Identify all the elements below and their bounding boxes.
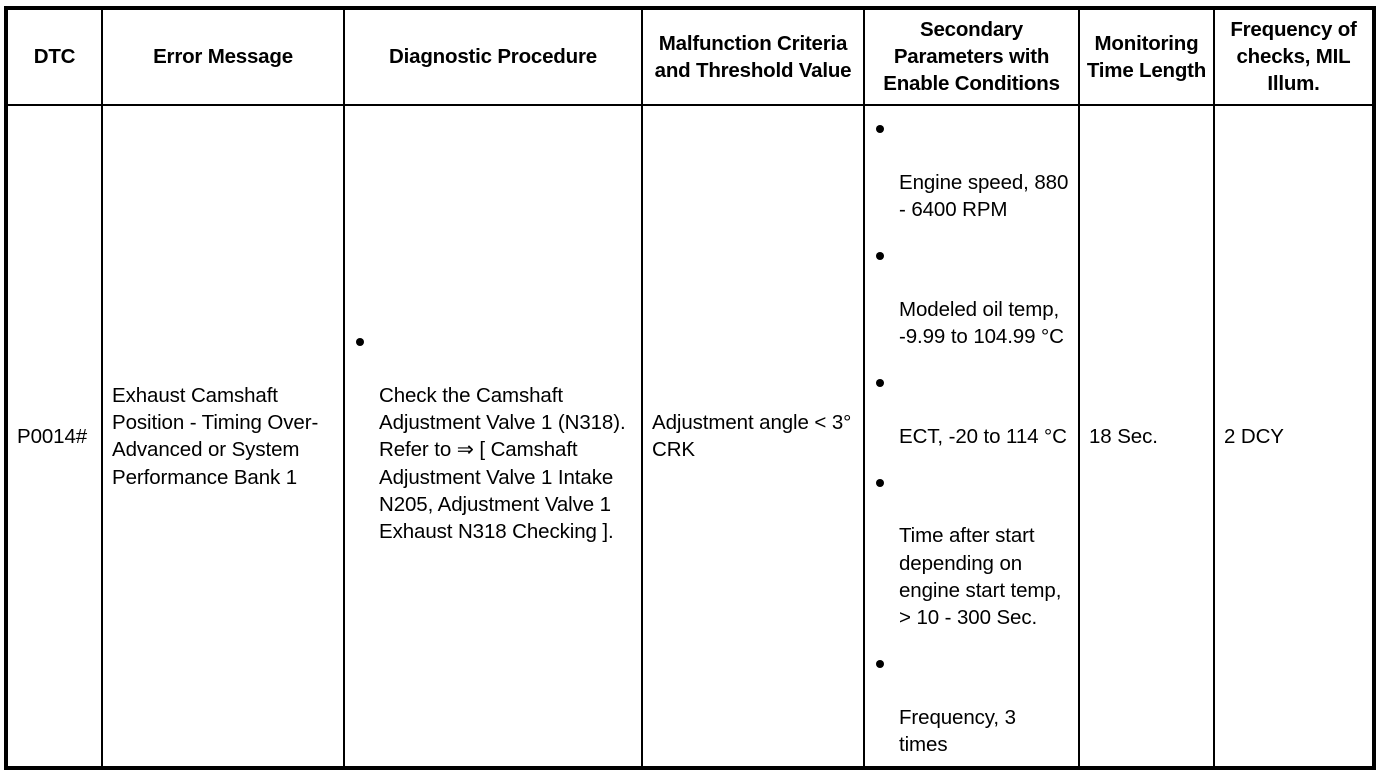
list-item: Check the Camshaft Adjustment Valve 1 (N… (354, 327, 632, 545)
dtc-code-value: P0014# (17, 424, 88, 448)
document-page: DTC Error Message Diagnostic Procedure M… (0, 6, 1376, 770)
secondary-parameter-text: ECT, -20 to 114 °C (899, 424, 1067, 448)
secondary-parameter-text: Engine speed, 880 - 6400 RPM (899, 170, 1069, 221)
cell-diagnostic-procedure: Check the Camshaft Adjustment Valve 1 (N… (343, 104, 643, 770)
cell-error-message: Exhaust Camshaft Position - Timing Over-… (101, 104, 345, 770)
frequency-of-checks-value: 2 DCY (1224, 424, 1284, 448)
list-item: ECT, -20 to 114 °C (874, 368, 1069, 450)
column-header-secondary-parameters: Secondary Parameters with Enable Conditi… (863, 6, 1080, 107)
cell-frequency-of-checks: 2 DCY (1213, 104, 1375, 770)
list-item: Frequency, 3 times (874, 649, 1069, 758)
column-header-diagnostic-procedure: Diagnostic Procedure (343, 6, 643, 107)
bullet-icon (876, 378, 884, 387)
monitoring-time-value: 18 Sec. (1089, 424, 1158, 448)
bullet-icon (876, 124, 884, 133)
secondary-parameter-text: Modeled oil temp, -9.99 to 104.99 °C (899, 297, 1064, 348)
cell-dtc-code: P0014# (5, 104, 103, 770)
malfunction-criteria-value: Adjustment angle < 3° CRK (652, 411, 852, 462)
column-header-monitoring-time: Monitoring Time Length (1078, 6, 1215, 107)
bullet-icon (876, 660, 884, 669)
secondary-parameter-text: Time after start depending on engine sta… (899, 524, 1062, 630)
diagnostic-procedure-list: Check the Camshaft Adjustment Valve 1 (N… (354, 327, 632, 545)
cell-malfunction-criteria: Adjustment angle < 3° CRK (641, 104, 865, 770)
table-row: P0014# Exhaust Camshaft Position - Timin… (5, 104, 1375, 770)
column-header-frequency-of-checks: Frequency of checks, MIL Illum. (1213, 6, 1375, 107)
list-item: Engine speed, 880 - 6400 RPM (874, 114, 1069, 223)
bullet-icon (356, 337, 364, 346)
table-header-row: DTC Error Message Diagnostic Procedure M… (5, 6, 1375, 107)
cell-secondary-parameters: Engine speed, 880 - 6400 RPM Modeled oil… (863, 104, 1080, 770)
column-header-error-message: Error Message (101, 6, 345, 107)
column-header-malfunction-criteria: Malfunction Criteria and Threshold Value (641, 6, 865, 107)
list-item: Time after start depending on engine sta… (874, 468, 1069, 632)
column-header-dtc: DTC (5, 6, 103, 107)
dtc-reference-table: DTC Error Message Diagnostic Procedure M… (4, 6, 1376, 770)
list-item: Modeled oil temp, -9.99 to 104.99 °C (874, 241, 1069, 350)
diagnostic-procedure-text: Check the Camshaft Adjustment Valve 1 (N… (379, 383, 626, 544)
error-message-value: Exhaust Camshaft Position - Timing Over-… (112, 383, 319, 489)
secondary-parameter-text: Frequency, 3 times (899, 705, 1016, 757)
bullet-icon (876, 251, 884, 260)
secondary-parameters-list: Engine speed, 880 - 6400 RPM Modeled oil… (874, 114, 1069, 758)
bullet-icon (876, 478, 884, 487)
cell-monitoring-time-length: 18 Sec. (1078, 104, 1215, 770)
